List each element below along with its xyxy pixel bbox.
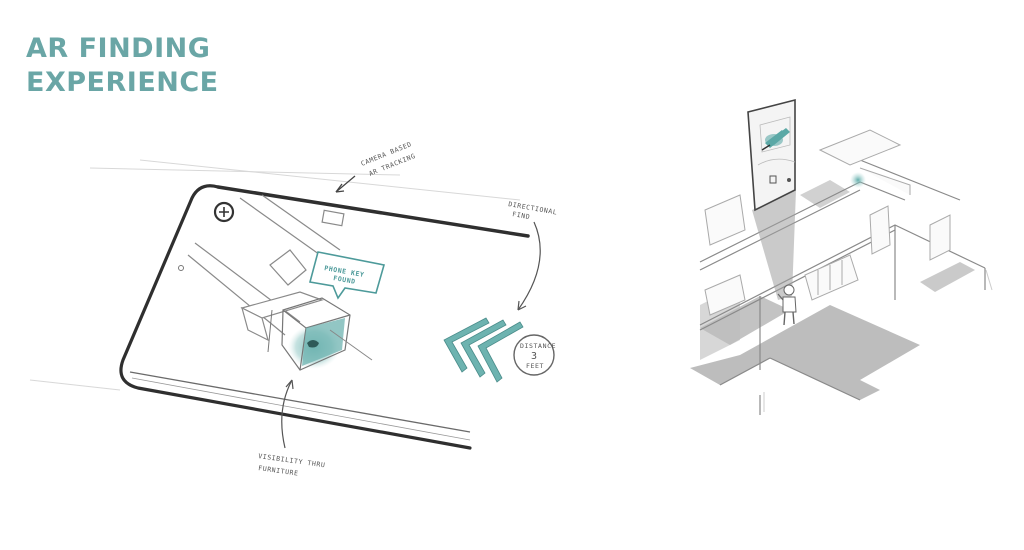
phone-key-found-bubble: PHONE KEY FOUND [309,251,386,300]
bubble-line-2: FOUND [333,274,357,286]
edge-lines [763,269,993,412]
distance-value: 3 [531,351,538,362]
visibility-annotation: VISIBILITY THRU FURNITURE [258,379,326,478]
phone-ar-sketch: PHONE KEY FOUND CAMERA BASED AR TRACKING… [29,140,558,478]
page-title: AR FINDING EXPERIENCE [26,32,219,100]
person-figure [777,284,797,326]
curved-arrow-icon [517,221,541,311]
direction-chevrons-icon [443,317,524,383]
projection-cone [752,190,796,300]
title-line-1: AR FINDING [26,33,211,64]
side-button-icon [178,265,184,271]
overlay-chevrons-icon [765,128,790,148]
key-icon [307,340,319,348]
kitchen-cabinets [704,129,951,316]
directional-find-annotation: DIRECTIONAL FIND [508,200,558,311]
overlay-dot-icon [787,178,791,182]
distance-unit: FEET [526,362,544,370]
distance-indicator: DISTANCE 3 FEET [513,334,556,376]
distance-label: DISTANCE [520,342,556,350]
overlay-item-icon [769,175,777,184]
furniture-cube-with-item [267,297,373,371]
couch-sketch [187,194,345,342]
arrow-icon [335,175,356,193]
found-item-marker [850,172,866,188]
camera-ar-annotation: CAMERA BASED AR TRACKING [335,140,417,193]
directional-note-line-2: FIND [512,210,531,221]
title-line-2: EXPERIENCE [26,67,219,98]
visibility-note-line-2: FURNITURE [258,464,299,478]
background-room-lines [29,159,521,391]
isometric-floorplan-sketch [690,98,993,415]
floating-phone-overlay [747,98,796,212]
curved-arrow-up-icon [281,379,293,449]
phone-outline [119,184,530,450]
